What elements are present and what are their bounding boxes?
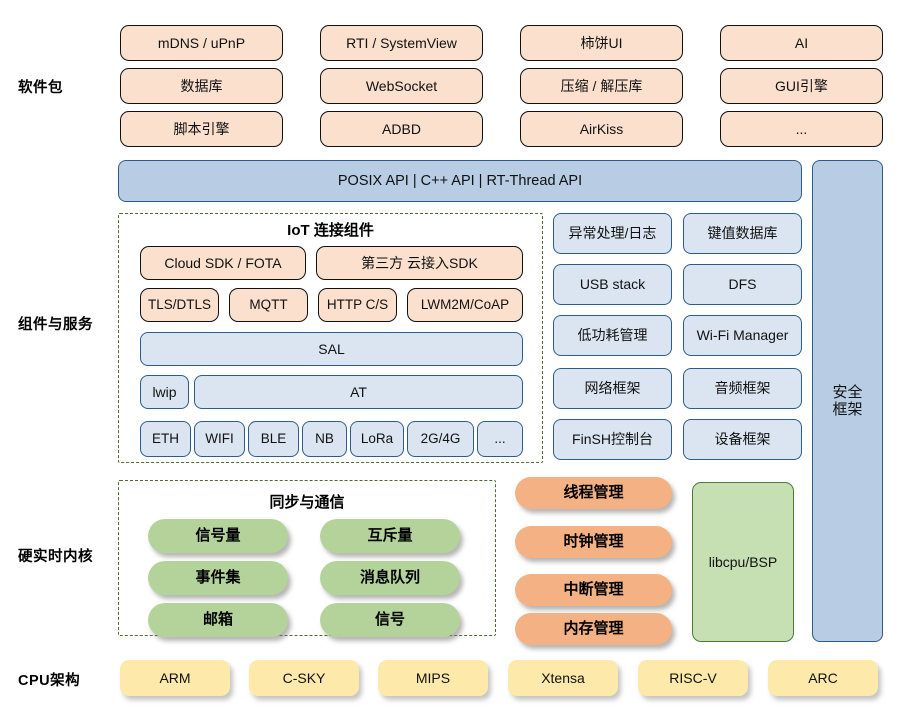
component-box[interactable]: 音频框架 [683, 368, 802, 409]
iot-group-frame [118, 213, 543, 463]
package-box[interactable]: 柿饼UI [520, 25, 683, 61]
package-box[interactable]: WebSocket [320, 68, 483, 104]
kernel-sync-box[interactable]: 信号 [320, 603, 460, 637]
link-box[interactable]: LoRa [350, 421, 404, 457]
libcpu-bsp-box[interactable]: libcpu/BSP [692, 482, 794, 642]
kernel-management-box[interactable]: 线程管理 [515, 477, 672, 509]
link-box[interactable]: ETH [140, 421, 191, 457]
component-box[interactable]: 键值数据库 [683, 213, 802, 254]
component-box[interactable]: 异常处理/日志 [553, 213, 672, 254]
package-box[interactable]: GUI引擎 [720, 68, 883, 104]
package-box[interactable]: ADBD [320, 111, 483, 147]
component-box[interactable]: FinSH控制台 [553, 419, 672, 460]
component-box[interactable]: DFS [683, 264, 802, 305]
cpu-arch-box[interactable]: ARC [768, 660, 878, 696]
component-box[interactable]: 网络框架 [553, 368, 672, 409]
kernel-management-box[interactable]: 时钟管理 [515, 526, 672, 558]
link-box[interactable]: BLE [248, 421, 299, 457]
package-box[interactable]: 压缩 / 解压库 [520, 68, 683, 104]
link-box[interactable]: WIFI [194, 421, 245, 457]
package-box[interactable]: 数据库 [120, 68, 283, 104]
kernel-group-title: 同步与通信 [269, 494, 345, 511]
package-box[interactable]: ... [720, 111, 883, 147]
row-label-components-services: 组件与服务 [18, 317, 93, 333]
row-label-cpu-arch: CPU架构 [18, 673, 81, 689]
cpu-arch-box[interactable]: RISC-V [638, 660, 748, 696]
package-box[interactable]: 脚本引擎 [120, 111, 283, 147]
cpu-arch-box[interactable]: ARM [120, 660, 230, 696]
iot-sdk-box[interactable]: 第三方 云接入SDK [316, 246, 523, 280]
kernel-sync-box[interactable]: 事件集 [148, 561, 288, 595]
package-box[interactable]: AirKiss [520, 111, 683, 147]
lwip-box[interactable]: lwip [140, 375, 189, 409]
package-box[interactable]: RTI / SystemView [320, 25, 483, 61]
security-framework-box[interactable]: 安全 框架 [812, 160, 883, 642]
cpu-arch-box[interactable]: MIPS [378, 660, 488, 696]
iot-sdk-box[interactable]: Cloud SDK / FOTA [140, 246, 306, 280]
api-bar[interactable]: POSIX API | C++ API | RT-Thread API [118, 160, 802, 202]
row-label-hard-realtime-kernel: 硬实时内核 [18, 549, 93, 565]
package-box[interactable]: mDNS / uPnP [120, 25, 283, 61]
iot-protocol-box[interactable]: TLS/DTLS [140, 288, 219, 322]
cpu-arch-box[interactable]: C-SKY [249, 660, 359, 696]
kernel-management-box[interactable]: 内存管理 [515, 613, 672, 645]
cpu-arch-box[interactable]: Xtensa [508, 660, 618, 696]
row-label-software-packages: 软件包 [18, 80, 63, 96]
kernel-sync-box[interactable]: 信号量 [148, 519, 288, 553]
link-box[interactable]: 2G/4G [407, 421, 474, 457]
iot-protocol-box[interactable]: LWM2M/CoAP [407, 288, 523, 322]
link-box[interactable]: NB [302, 421, 347, 457]
component-box[interactable]: 设备框架 [683, 419, 802, 460]
kernel-sync-box[interactable]: 互斥量 [320, 519, 460, 553]
iot-protocol-box[interactable]: MQTT [229, 288, 308, 322]
component-box[interactable]: 低功耗管理 [553, 315, 672, 356]
iot-protocol-box[interactable]: HTTP C/S [318, 288, 397, 322]
component-box[interactable]: Wi-Fi Manager [683, 315, 802, 356]
kernel-management-box[interactable]: 中断管理 [515, 574, 672, 606]
component-box[interactable]: USB stack [553, 264, 672, 305]
package-box[interactable]: AI [720, 25, 883, 61]
security-framework-line1: 安全 [832, 383, 863, 401]
sal-box[interactable]: SAL [140, 332, 523, 366]
kernel-sync-box[interactable]: 邮箱 [148, 603, 288, 637]
security-framework-line2: 框架 [832, 401, 863, 418]
kernel-sync-box[interactable]: 消息队列 [320, 561, 460, 595]
kernel-group-frame [118, 480, 496, 636]
link-box[interactable]: ... [477, 421, 523, 457]
iot-group-title: IoT 连接组件 [287, 222, 374, 239]
at-box[interactable]: AT [194, 375, 523, 409]
